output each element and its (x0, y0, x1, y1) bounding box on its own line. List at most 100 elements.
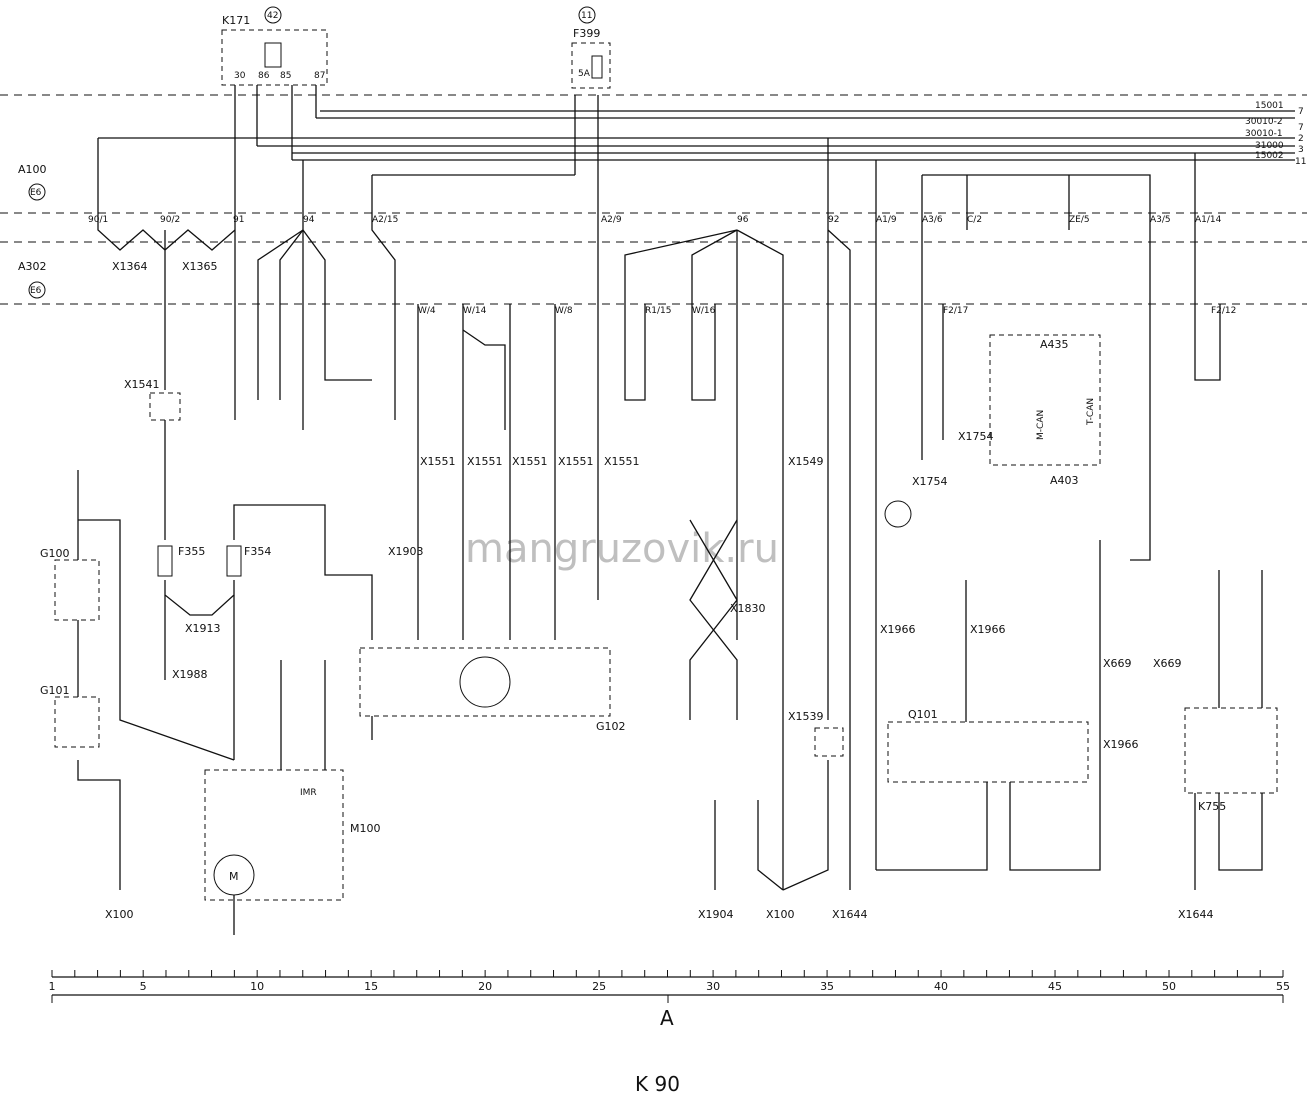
conn-a1-14: A1/14 (1195, 215, 1222, 225)
x100-label-right: X100 (766, 908, 795, 921)
conn-f2-17: F2/17 (943, 306, 968, 316)
x1903-label: X1903 (388, 545, 424, 558)
conn-a1-9: A1/9 (876, 215, 897, 225)
svg-text:M: M (229, 870, 239, 883)
x1754-label-a: X1754 (958, 430, 994, 443)
conn-94: 94 (303, 215, 315, 225)
conn-r1-15: R1/15 (645, 306, 671, 316)
x1644-label: X1644 (832, 908, 868, 921)
x1988-label: X1988 (172, 668, 208, 681)
f355-label: F355 (178, 545, 205, 558)
bus-30010-2-code: 30010-2 (1245, 117, 1283, 127)
imr-label: IMR (300, 788, 317, 798)
scale-label: 35 (820, 980, 834, 993)
conn-w16: W/16 (692, 306, 716, 316)
rail-a302-zone: E6 (30, 286, 42, 296)
mcan-label: M-CAN (1036, 410, 1046, 440)
x1365-label: X1365 (182, 260, 218, 273)
x1644-label-right: X1644 (1178, 908, 1214, 921)
conn-a3-6: A3/6 (922, 215, 943, 225)
axis-section-label: A (660, 1006, 674, 1030)
conn-a2-15: A2/15 (372, 215, 398, 225)
x1966-label-3: X1966 (1103, 738, 1139, 751)
a302-connectors: W/4 W/14 W/8 R1/15 W/16 F2/17 F2/12 (418, 306, 1236, 316)
x1830-label: X1830 (730, 602, 766, 615)
conn-f2-12: F2/12 (1211, 306, 1236, 316)
conn-ze-5: ZE/5 (1069, 215, 1090, 225)
x1966-label-1: X1966 (880, 623, 916, 636)
watermark: mangruzovik.ru (465, 526, 779, 572)
bus-30010-2-ref: 7 (1298, 123, 1304, 133)
scale-label: 5 (140, 980, 147, 993)
scale-label: 20 (478, 980, 492, 993)
a435-label: A435 (1040, 338, 1069, 351)
conn-91: 91 (233, 215, 244, 225)
scale-label: 40 (934, 980, 948, 993)
scale-label: 25 (592, 980, 606, 993)
bus-15001-ref: 7 (1298, 107, 1304, 117)
bus-31000-ref: 3 (1298, 145, 1304, 155)
x1551-label-4: X1551 (558, 455, 594, 468)
scale-label: 55 (1276, 980, 1290, 993)
rail-a100-label: A100 (18, 163, 47, 176)
conn-c-2: C/2 (967, 215, 982, 225)
relay-k171-pin-86: 86 (258, 71, 270, 81)
bus-30010-1-ref: 2 (1298, 134, 1304, 144)
scale-label: 45 (1048, 980, 1062, 993)
x1551-label-3: X1551 (512, 455, 548, 468)
relay-k171-label: K171 (222, 14, 250, 27)
conn-w14: W/14 (463, 306, 487, 316)
x669-label-2: X669 (1153, 657, 1182, 670)
fuse-f399-label: F399 (573, 27, 600, 40)
g101-label: G101 (40, 684, 70, 697)
bus-30010-1-code: 30010-1 (1245, 129, 1283, 139)
x1754-label-b: X1754 (912, 475, 948, 488)
relay-k171-pin-85: 85 (280, 71, 291, 81)
conn-w8: W/8 (555, 306, 573, 316)
rail-a302-label: A302 (18, 260, 47, 273)
bus-31000-code: 31000 (1255, 141, 1284, 151)
q101-label: Q101 (908, 708, 938, 721)
conn-92: 92 (828, 215, 839, 225)
scale-label: 15 (364, 980, 378, 993)
scale-label: 30 (706, 980, 720, 993)
bus-15002-ref: 11 (1295, 157, 1306, 167)
relay-k171-pin-87: 87 (314, 71, 325, 81)
relay-k171-pin-30: 30 (234, 71, 246, 81)
x1966-label-2: X1966 (970, 623, 1006, 636)
bus-15001-code: 15001 (1255, 101, 1284, 111)
relay-k171-ref: 42 (267, 11, 278, 21)
x1364-label: X1364 (112, 260, 148, 273)
fuse-f399-ref: 11 (581, 11, 592, 21)
x1551-label-5: X1551 (604, 455, 640, 468)
f354-label: F354 (244, 545, 271, 558)
k755-label: K755 (1198, 800, 1226, 813)
page-label: K 90 (635, 1072, 680, 1096)
conn-a2-9: A2/9 (601, 215, 622, 225)
a403-label: A403 (1050, 474, 1079, 487)
x1913-label: X1913 (185, 622, 221, 635)
x1541-label: X1541 (124, 378, 160, 391)
tcan-label: T-CAN (1086, 398, 1096, 426)
a100-connectors: 90/1 90/2 91 94 A2/15 A2/9 96 92 A1/9 A3… (88, 215, 1222, 225)
rail-a100-zone: E6 (30, 188, 42, 198)
x1551-label-2: X1551 (467, 455, 503, 468)
scale-label: 50 (1162, 980, 1176, 993)
conn-a3-5: A3/5 (1150, 215, 1171, 225)
x1549-label: X1549 (788, 455, 824, 468)
g100-label: G100 (40, 547, 70, 560)
m100-label: M100 (350, 822, 381, 835)
x1551-label-1: X1551 (420, 455, 456, 468)
scale-label: 1 (49, 980, 56, 993)
g102-label: G102 (596, 720, 626, 733)
x1539-label: X1539 (788, 710, 824, 723)
scale-label: 10 (250, 980, 264, 993)
x669-label-1: X669 (1103, 657, 1132, 670)
conn-90-2: 90/2 (160, 215, 180, 225)
fuse-f399-rating: 5A (578, 69, 591, 79)
bus-15002-code: 15002 (1255, 151, 1284, 161)
x100-label-left: X100 (105, 908, 134, 921)
conn-96: 96 (737, 215, 749, 225)
x1904-label: X1904 (698, 908, 734, 921)
